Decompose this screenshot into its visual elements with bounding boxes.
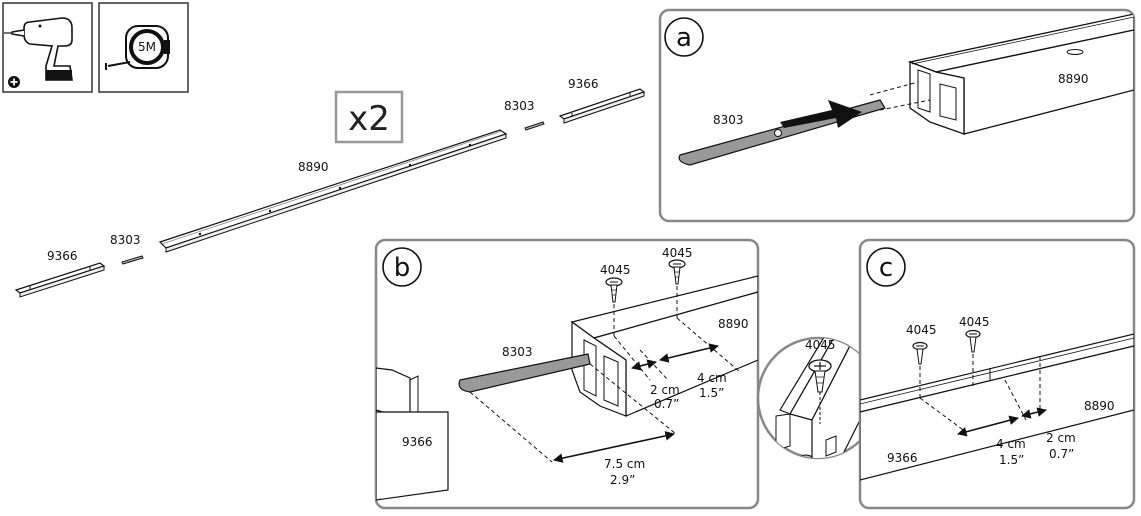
panel-b-dim-short-cm: 2 cm <box>650 383 680 397</box>
tape-label: 5M <box>138 40 156 54</box>
screw-icon-2 <box>668 259 686 285</box>
detail-screw-label: 4045 <box>805 338 836 352</box>
panel-c-dim-short-cm: 2 cm <box>1046 431 1076 445</box>
panel-b-dim-short-in: 0.7” <box>654 397 679 411</box>
panel-c-dim-short-in: 0.7” <box>1049 447 1074 461</box>
panel-a-rail-label: 8890 <box>1058 72 1089 86</box>
connector-right-label: 8303 <box>504 99 535 113</box>
panel-b-connector-label: 8303 <box>502 345 533 359</box>
panel-c-rail-label: 8890 <box>1084 399 1115 413</box>
quantity-box: x2 <box>334 90 404 144</box>
panel-b-screw-2-label: 4045 <box>662 246 693 260</box>
panel-c-letter: c <box>879 253 893 283</box>
tool-box-drill <box>2 2 93 93</box>
panel-b: b 4045 4045 8303 8890 9366 2 cm 0.7” 4 c… <box>374 238 760 510</box>
tool-box-tape: 5M <box>98 2 189 93</box>
panel-b-dim-mid-in: 1.5” <box>699 386 724 400</box>
end-cap-left-9366 <box>14 262 106 298</box>
end-cap-right-9366 <box>558 88 646 124</box>
end-cap-left-label: 9366 <box>47 249 78 263</box>
panel-a: a 8303 8890 <box>658 8 1136 223</box>
tape-measure-icon <box>105 25 170 70</box>
connector-left-8303 <box>121 255 144 265</box>
panel-b-dim-long-in: 2.9” <box>610 473 635 487</box>
panel-a-letter: a <box>676 23 692 53</box>
rail-label: 8890 <box>298 160 329 174</box>
power-drill-icon <box>4 17 73 81</box>
panel-b-rail-label: 8890 <box>718 317 749 331</box>
panel-c: c 4045 4045 8890 9366 4 cm 1.5” 2 cm 0.7… <box>858 238 1136 510</box>
panel-c-dim-mid-cm: 4 cm <box>996 437 1026 451</box>
panel-b-screw-1-label: 4045 <box>600 263 631 277</box>
connector-right-8303 <box>524 121 545 131</box>
panel-b-end-cap-label: 9366 <box>402 435 433 449</box>
panel-c-screw-1-label: 4045 <box>906 323 937 337</box>
panel-b-letter: b <box>394 253 411 283</box>
rail-8890 <box>158 129 508 253</box>
screw-icon-4 <box>965 329 981 353</box>
panel-c-screw-2-label: 4045 <box>959 315 990 329</box>
panel-a-connector-label: 8303 <box>713 113 744 127</box>
detail-screw-icon <box>808 359 832 393</box>
connector-left-label: 8303 <box>110 233 141 247</box>
panel-b-dim-mid-cm: 4 cm <box>697 371 727 385</box>
plus-icon <box>8 76 20 88</box>
panel-b-dim-long-cm: 7.5 cm <box>604 457 645 471</box>
screw-icon-1 <box>605 277 623 303</box>
screw-icon-3 <box>912 341 928 365</box>
panel-c-end-cap-label: 9366 <box>887 451 918 465</box>
end-cap-right-label: 9366 <box>568 77 599 91</box>
quantity-label: x2 <box>348 99 390 139</box>
panel-c-dim-mid-in: 1.5” <box>999 453 1024 467</box>
